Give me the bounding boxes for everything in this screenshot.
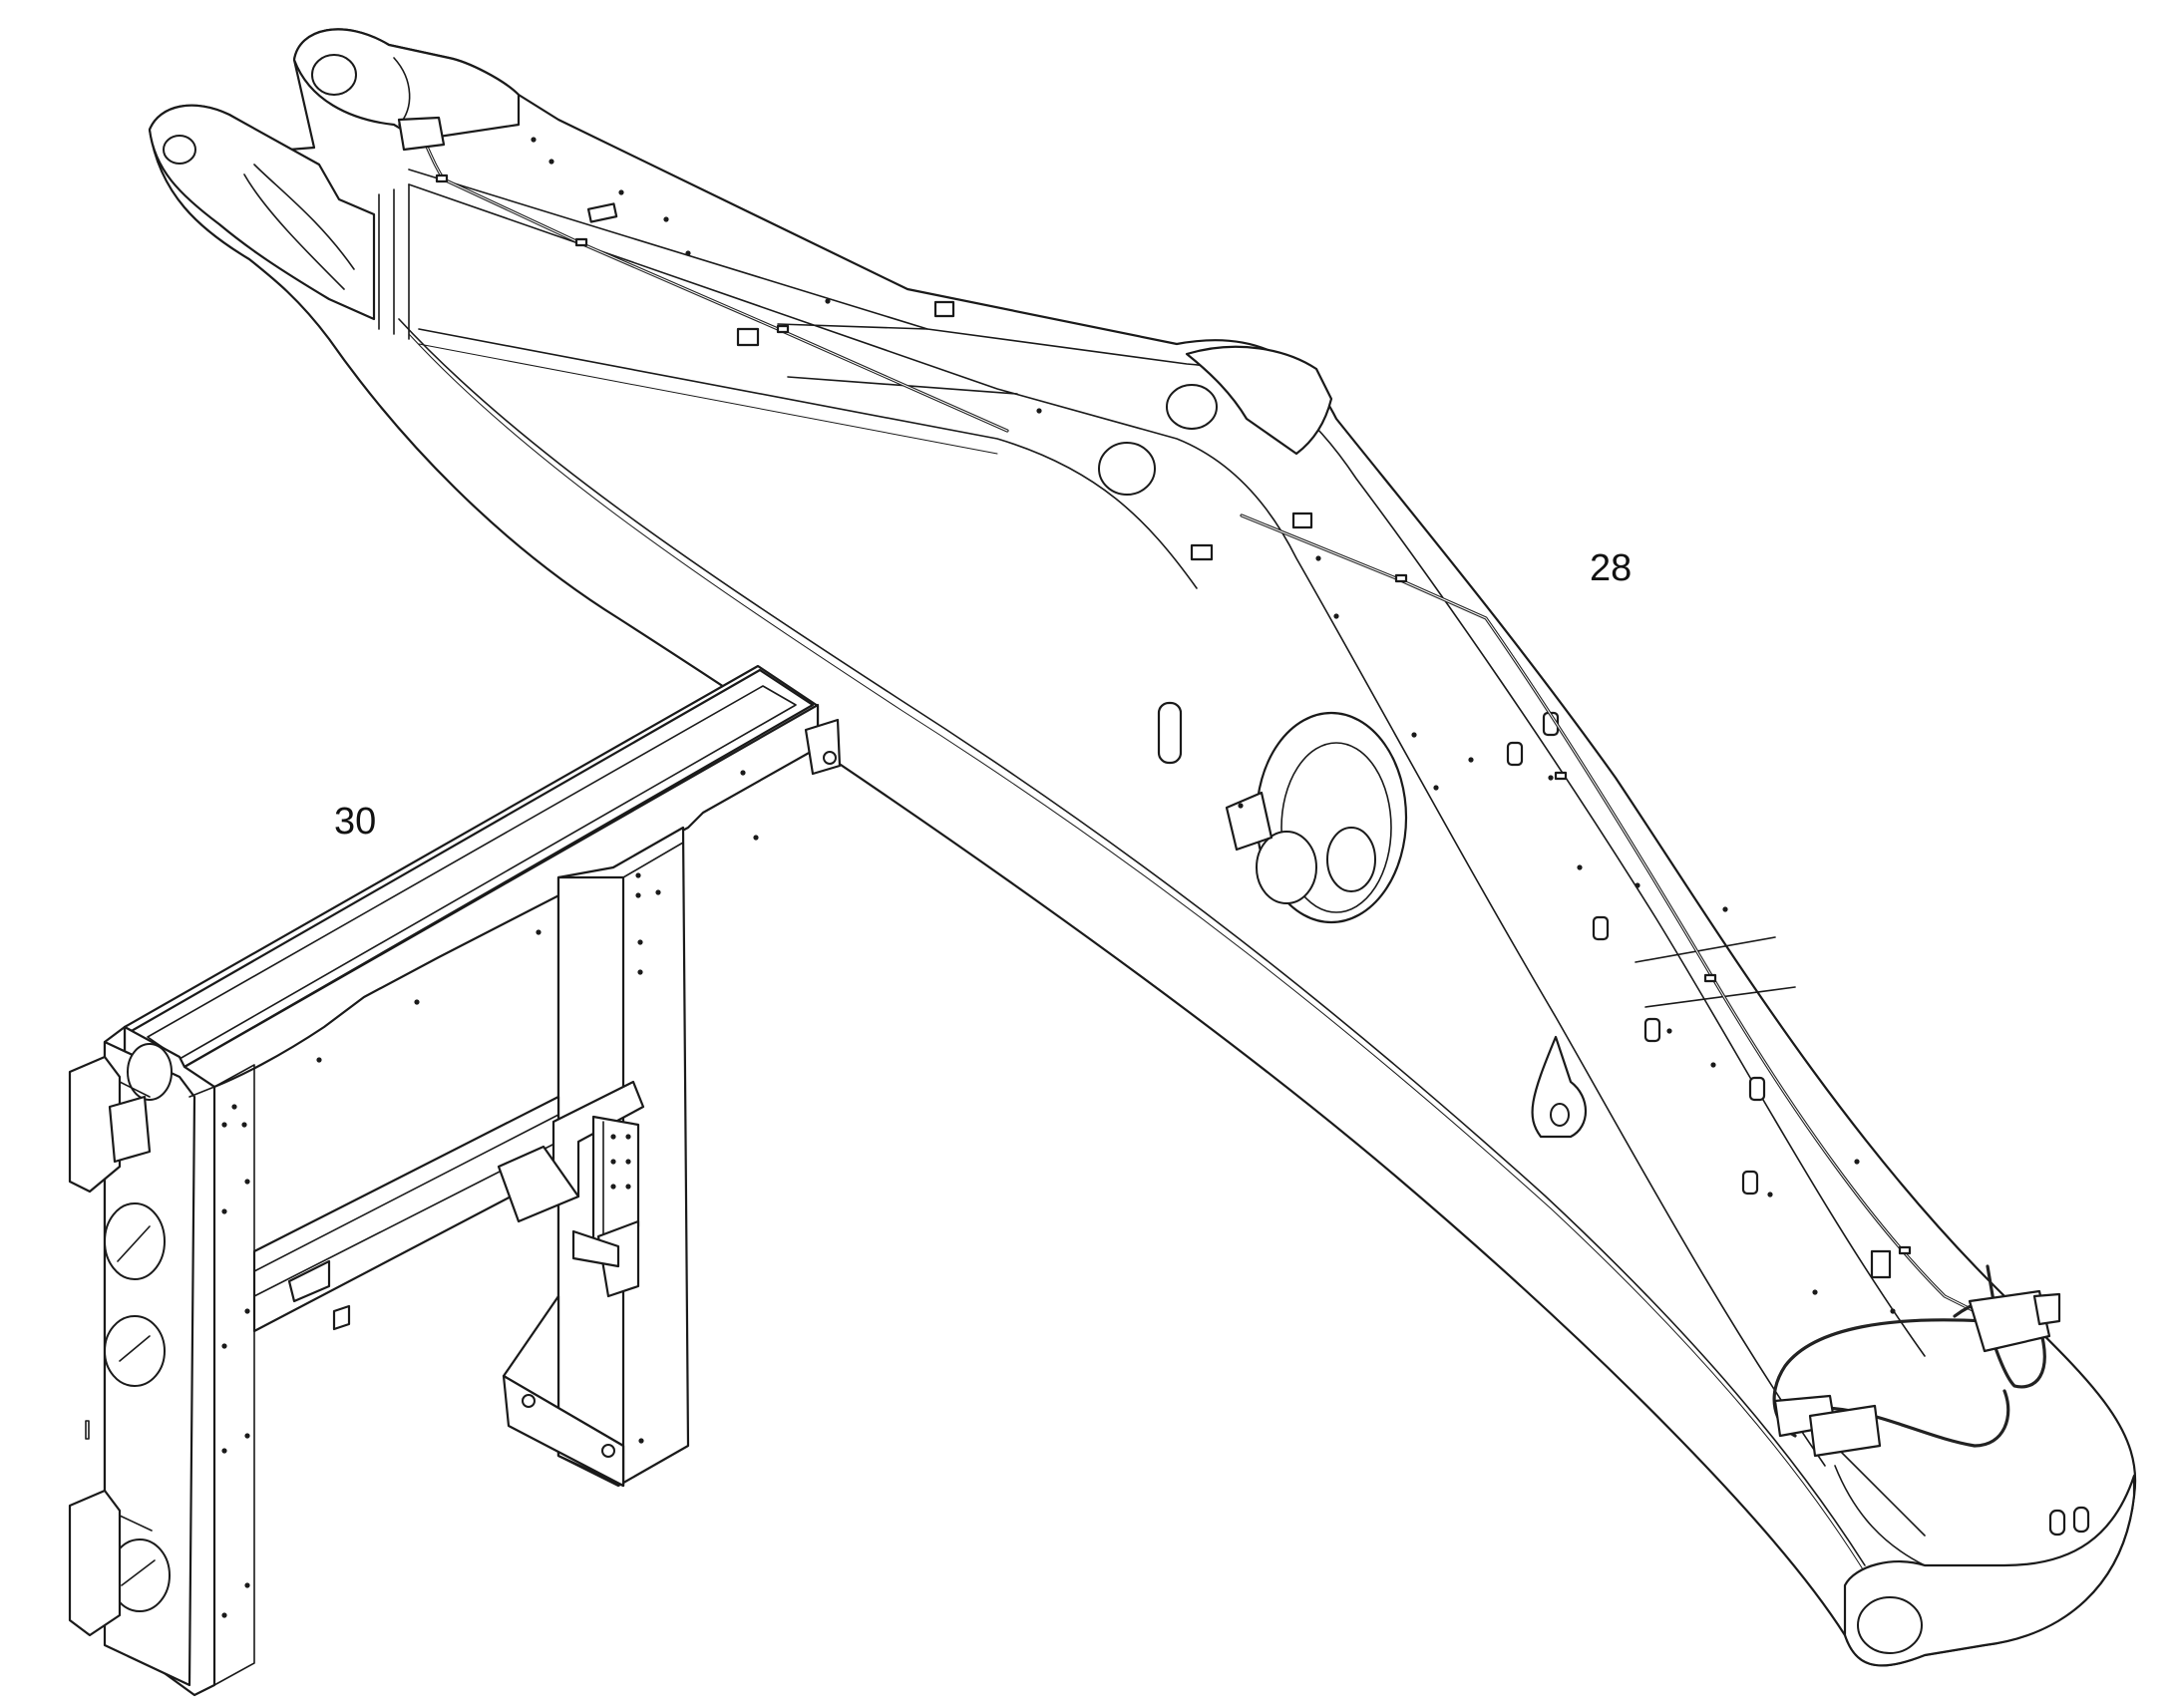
boom-cylinder-mount-pin [1256, 831, 1317, 904]
boom-rear-pin-hole-left [163, 135, 196, 165]
callout-boom: 28 [1590, 547, 1633, 589]
boom-knuckle-bracket [1185, 345, 1333, 456]
boom-rear-fork-left [148, 104, 376, 321]
boom-slots [586, 202, 1892, 1279]
boom-rear-pin-hole-right [311, 54, 357, 96]
boom-bolt-holes [531, 137, 1896, 1314]
frame-mount-clamps [497, 1080, 645, 1298]
frame-assembly [68, 664, 842, 1697]
boom-arm-cylinder-pin [1166, 384, 1218, 430]
boom-center-pin-hole [1098, 442, 1156, 496]
frame-left-column-hole [104, 1202, 166, 1280]
frame-left-bracket [68, 1055, 122, 1194]
frame-left-column-hole [127, 1043, 173, 1101]
boom-front-pin-hole [1857, 1596, 1923, 1654]
boom-hose [397, 116, 2061, 1458]
boom-lifting-eye [1531, 1035, 1587, 1139]
boom-assembly [148, 28, 2137, 1667]
frame-left-column-hole [104, 1315, 166, 1387]
frame-top-bracket [804, 718, 842, 776]
callout-frame: 30 [334, 801, 377, 843]
boom-rear-fork-right [292, 28, 521, 142]
